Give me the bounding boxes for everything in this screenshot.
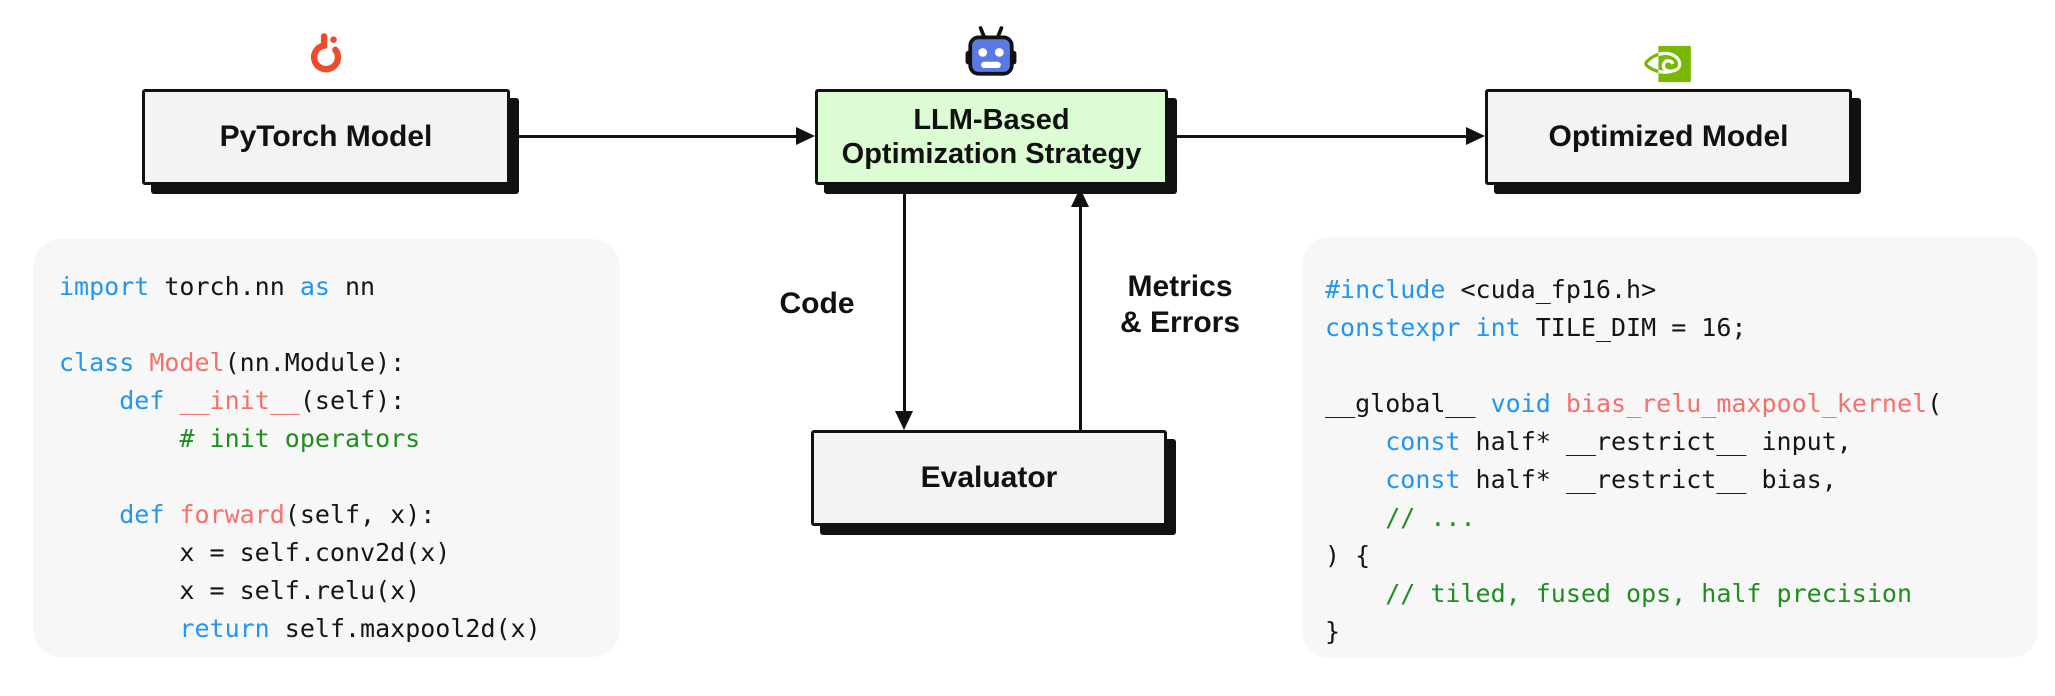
llm-strategy-node: LLM-Based Optimization Strategy	[815, 89, 1168, 185]
code-line: }	[1325, 613, 2038, 651]
code-token: (nn.Module):	[224, 348, 406, 377]
arrow-pytorch-to-llm-head	[796, 127, 815, 145]
code-token: half* __restrict__ input,	[1460, 427, 1852, 456]
code-line: class Model(nn.Module):	[59, 344, 620, 382]
code-token: class	[59, 348, 135, 377]
code-token: <cuda_fp16.h>	[1445, 275, 1657, 304]
code-token: TILE_DIM = 16;	[1520, 313, 1747, 342]
cuda-code-panel: #include <cuda_fp16.h>constexpr int TILE…	[1302, 237, 2038, 658]
code-token: x = self.conv2d(x)	[59, 538, 451, 567]
code-line: ) {	[1325, 537, 2038, 575]
code-token: #include	[1325, 275, 1446, 304]
arrow-llm-to-optimized-head	[1466, 127, 1485, 145]
code-line: x = self.conv2d(x)	[59, 534, 620, 572]
code-line: def forward(self, x):	[59, 496, 620, 534]
code-token	[1460, 313, 1475, 342]
llm-strategy-label-line1: LLM-Based	[913, 104, 1070, 136]
metrics-errors-edge-label: Metrics & Errors	[1085, 269, 1275, 341]
code-token: (self, x):	[284, 500, 436, 529]
code-token	[134, 348, 149, 377]
code-token: import	[59, 272, 150, 301]
code-line: // tiled, fused ops, half precision	[1325, 575, 2038, 613]
code-token: void	[1490, 389, 1551, 418]
code-line	[1325, 347, 2038, 385]
robot-icon	[965, 26, 1017, 76]
arrow-llm-to-optimized-line	[1168, 135, 1468, 138]
code-token: bias_relu_maxpool_kernel	[1565, 389, 1928, 418]
code-edge-label: Code	[779, 287, 855, 320]
code-line	[59, 306, 620, 344]
code-token	[164, 386, 179, 415]
nvidia-icon	[1643, 45, 1691, 83]
code-line: __global__ void bias_relu_maxpool_kernel…	[1325, 385, 2038, 423]
code-token: (	[1927, 389, 1943, 418]
code-token: constexpr	[1325, 313, 1461, 342]
code-line: // ...	[1325, 499, 2038, 537]
code-line: # init operators	[59, 420, 620, 458]
code-token	[1325, 465, 1385, 494]
code-token: self.maxpool2d(x)	[269, 614, 541, 643]
code-line	[59, 458, 620, 496]
code-token: int	[1475, 313, 1521, 342]
pytorch-model-node: PyTorch Model	[142, 89, 510, 185]
code-token: nn	[329, 272, 376, 301]
evaluator-label: Evaluator	[920, 461, 1058, 494]
code-line: const half* __restrict__ input,	[1325, 423, 2038, 461]
arrow-evaluator-to-llm-line	[1079, 203, 1082, 430]
code-token: # init operators	[59, 424, 421, 453]
code-token	[1325, 427, 1385, 456]
code-token: __global__	[1325, 389, 1491, 418]
code-token: __init__	[179, 386, 300, 415]
arrow-pytorch-to-llm-line	[510, 135, 798, 138]
code-token: torch.nn	[149, 272, 300, 301]
code-token	[59, 500, 119, 529]
code-token: return	[179, 614, 270, 643]
code-token	[164, 500, 179, 529]
code-token: as	[299, 272, 330, 301]
code-token: // ...	[1325, 503, 1476, 532]
code-line: def __init__(self):	[59, 382, 620, 420]
evaluator-node: Evaluator	[811, 430, 1167, 526]
code-line: const half* __restrict__ bias,	[1325, 461, 2038, 499]
code-token: const	[1385, 427, 1461, 456]
pytorch-model-label: PyTorch Model	[219, 120, 433, 153]
code-token	[1551, 389, 1566, 418]
pytorch-flame-icon	[310, 33, 342, 73]
code-token: forward	[179, 500, 285, 529]
code-token: const	[1385, 465, 1461, 494]
arrow-llm-to-evaluator-line	[903, 186, 906, 412]
optimized-model-label: Optimized Model	[1548, 120, 1789, 153]
code-line: #include <cuda_fp16.h>	[1325, 271, 2038, 309]
code-token: half* __restrict__ bias,	[1460, 465, 1837, 494]
metrics-label-line2: & Errors	[1119, 306, 1241, 339]
arrow-evaluator-to-llm-head	[1071, 188, 1089, 207]
code-token: ) {	[1325, 541, 1371, 570]
code-token: }	[1325, 617, 1341, 646]
code-line: return self.maxpool2d(x)	[59, 610, 620, 648]
llm-strategy-label-line2: Optimization Strategy	[841, 138, 1142, 170]
code-token: Model	[149, 348, 225, 377]
code-token	[59, 386, 119, 415]
code-token: // tiled, fused ops, half precision	[1325, 579, 1912, 608]
code-token	[59, 614, 179, 643]
code-token: x = self.relu(x)	[59, 576, 421, 605]
code-token: (self):	[299, 386, 406, 415]
metrics-label-line1: Metrics	[1127, 270, 1233, 303]
code-token: def	[119, 386, 165, 415]
arrow-llm-to-evaluator-head	[895, 411, 913, 430]
code-line: import torch.nn as nn	[59, 268, 620, 306]
code-line: constexpr int TILE_DIM = 16;	[1325, 309, 2038, 347]
code-line: x = self.relu(x)	[59, 572, 620, 610]
optimized-model-node: Optimized Model	[1485, 89, 1852, 185]
code-token: def	[119, 500, 165, 529]
python-code-panel: import torch.nn as nn class Model(nn.Mod…	[33, 239, 620, 657]
